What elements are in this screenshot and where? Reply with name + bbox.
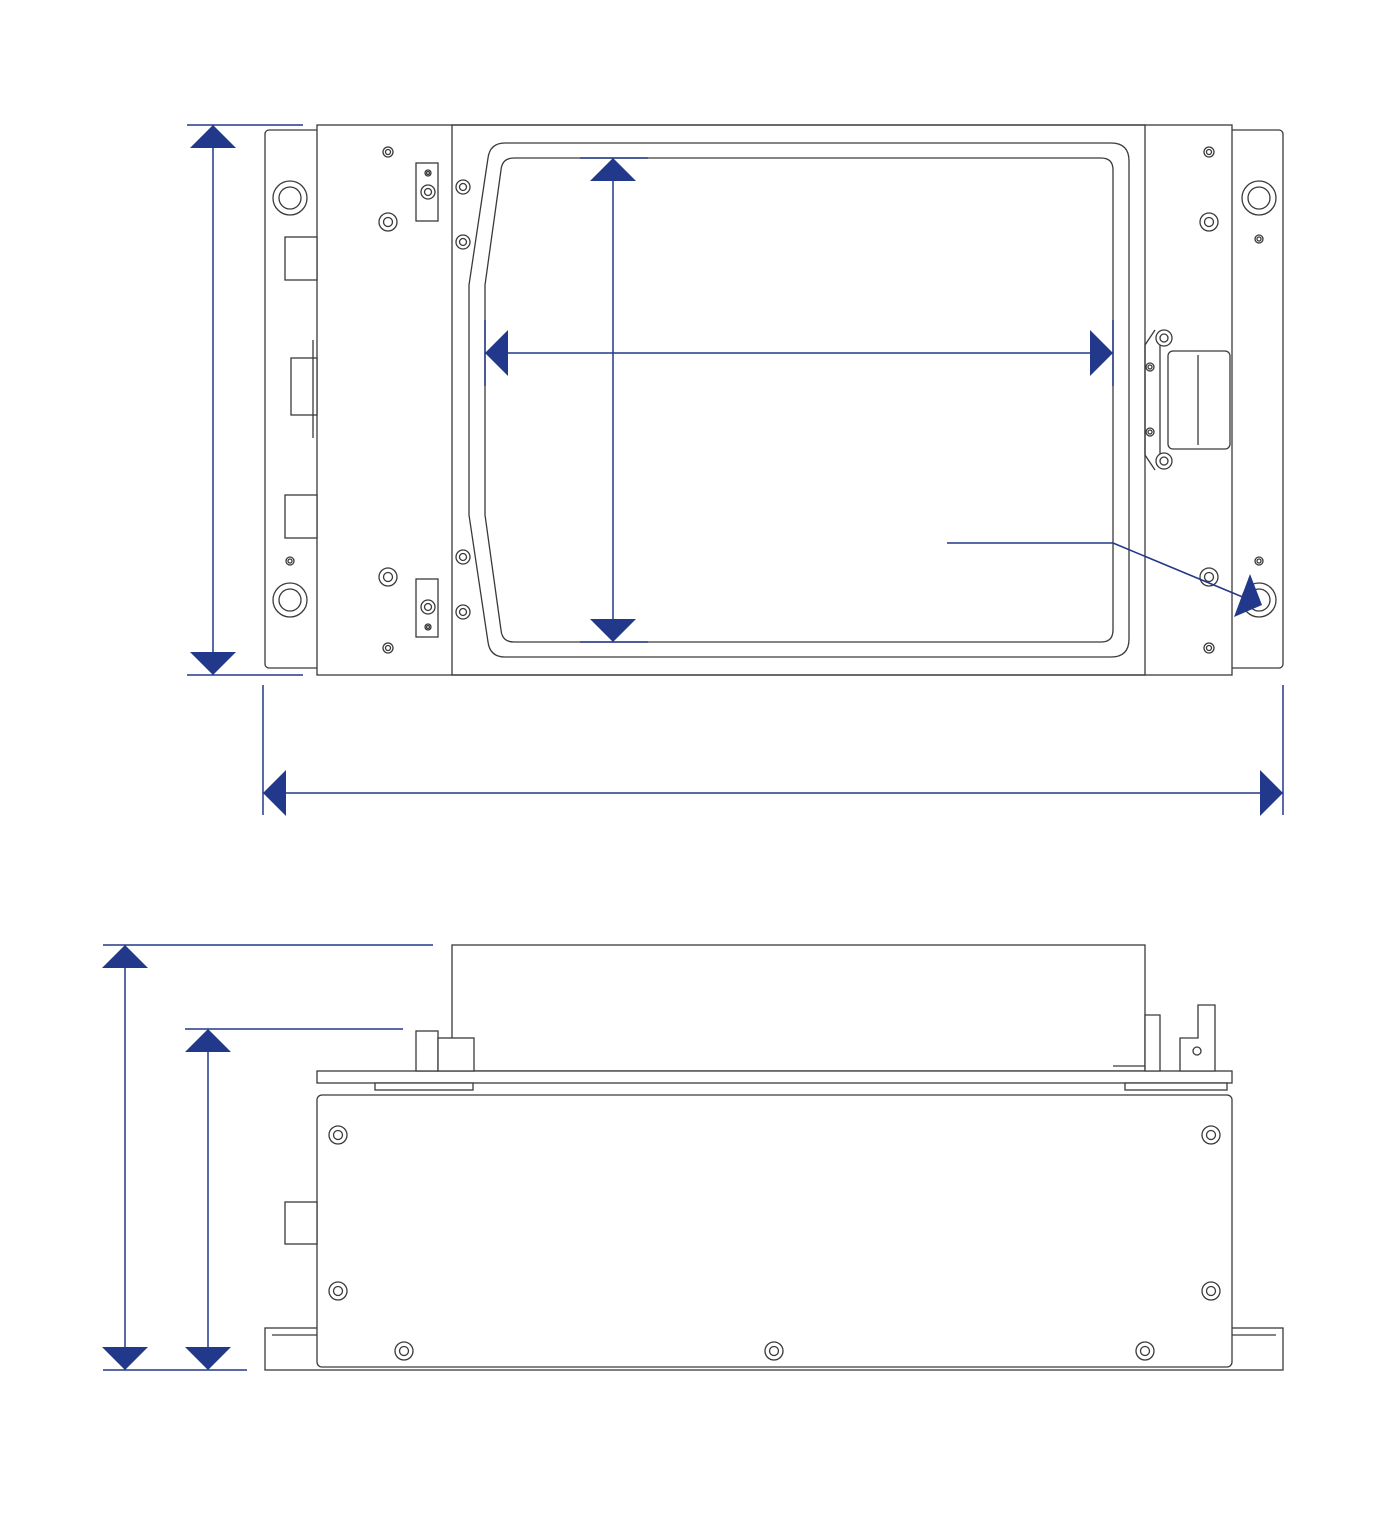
screw-inner <box>384 148 392 156</box>
main-body <box>316 124 1233 676</box>
screw-inner <box>382 571 394 583</box>
screw-icon <box>455 549 471 565</box>
screw-icon <box>285 556 295 566</box>
screw-icon <box>420 599 436 615</box>
window-outer <box>468 142 1130 658</box>
screw-inner <box>382 216 394 228</box>
screw-icon <box>1155 329 1173 347</box>
screw-icon <box>382 642 394 654</box>
mount-hole-inner <box>278 186 302 210</box>
screw-inner <box>332 1285 344 1297</box>
screw-inner <box>1147 429 1153 435</box>
latch-bracket <box>1144 329 1161 471</box>
screw-inner <box>458 237 468 247</box>
screw-inner <box>398 1345 410 1357</box>
mount-hole-inner <box>278 588 302 612</box>
screw-inner <box>458 182 468 192</box>
screw-icon <box>1199 212 1219 232</box>
leader-line <box>1112 542 1246 599</box>
arrowhead-icon <box>102 945 148 968</box>
screw-inner <box>1147 364 1153 370</box>
screw-inner <box>1203 571 1215 583</box>
screw-icon <box>328 1281 348 1301</box>
mount-hole-inner <box>1247 186 1271 210</box>
mount-hole-icon <box>1241 180 1277 216</box>
arrowhead-icon <box>590 619 636 642</box>
screw-icon <box>1203 642 1215 654</box>
screw-inner <box>1205 644 1213 652</box>
arrowhead-icon <box>1234 574 1262 617</box>
screw-icon <box>1145 427 1155 437</box>
screw-inner <box>425 624 431 630</box>
screw-icon <box>328 1125 348 1145</box>
screw-inner <box>1159 333 1169 343</box>
arrowhead-icon <box>190 652 236 675</box>
mount-hole-icon <box>272 180 308 216</box>
screw-inner <box>768 1345 780 1357</box>
side-clamp <box>415 1030 439 1072</box>
screw-inner <box>458 607 468 617</box>
arrowhead-icon <box>102 1347 148 1370</box>
screw-inner <box>1159 456 1169 466</box>
screw-inner <box>1205 1285 1217 1297</box>
screw-icon <box>764 1341 784 1361</box>
screw-inner <box>423 187 433 197</box>
arrowhead-icon <box>185 1347 231 1370</box>
screw-icon <box>1254 556 1264 566</box>
upper-housing <box>451 944 1146 1072</box>
screw-icon <box>382 146 394 158</box>
mount-hole-icon <box>272 582 308 618</box>
screw-icon <box>394 1341 414 1361</box>
screw-icon <box>455 234 471 250</box>
screw-icon <box>455 604 471 620</box>
screw-inner <box>1205 1129 1217 1141</box>
lower-body <box>316 1094 1233 1368</box>
screw-inner <box>287 558 293 564</box>
connector-3 <box>284 494 318 539</box>
arrowhead-icon <box>190 125 236 148</box>
screw-icon <box>1201 1281 1221 1301</box>
screw-inner <box>1139 1345 1151 1357</box>
screw-holes <box>328 1125 1221 1361</box>
mounting-plate-side <box>316 1070 1233 1084</box>
screw-icon <box>1201 1125 1221 1145</box>
window-inner <box>484 157 1114 643</box>
screw-icon <box>1155 452 1173 470</box>
screw-icon <box>378 567 398 587</box>
arrowhead-icon <box>590 158 636 181</box>
side-view <box>264 944 1284 1371</box>
latch <box>1167 350 1231 450</box>
arrowhead-icon <box>263 770 286 816</box>
side-latch <box>1144 1004 1216 1072</box>
screw-icon <box>1254 234 1264 244</box>
arrowhead-icon <box>1260 770 1283 816</box>
arrowhead-icon <box>1090 330 1113 376</box>
screw-icon <box>1145 362 1155 372</box>
arrowhead-icon <box>185 1029 231 1052</box>
screw-icon <box>378 212 398 232</box>
connector-1 <box>284 236 318 281</box>
screw-inner <box>384 644 392 652</box>
side-connector <box>284 1201 318 1245</box>
screw-inner <box>425 170 431 176</box>
screw-icon <box>1135 1341 1155 1361</box>
arrowhead-icon <box>485 330 508 376</box>
dimension-lines <box>102 124 1284 1371</box>
screw-inner <box>1256 558 1262 564</box>
screw-inner <box>1205 148 1213 156</box>
screw-inner <box>1256 236 1262 242</box>
top-view <box>264 124 1284 676</box>
screw-inner <box>332 1129 344 1141</box>
screw-inner <box>1203 216 1215 228</box>
screw-icon <box>420 184 436 200</box>
screw-icon <box>1203 146 1215 158</box>
screw-inner <box>458 552 468 562</box>
screw-icon <box>455 179 471 195</box>
screw-inner <box>423 602 433 612</box>
